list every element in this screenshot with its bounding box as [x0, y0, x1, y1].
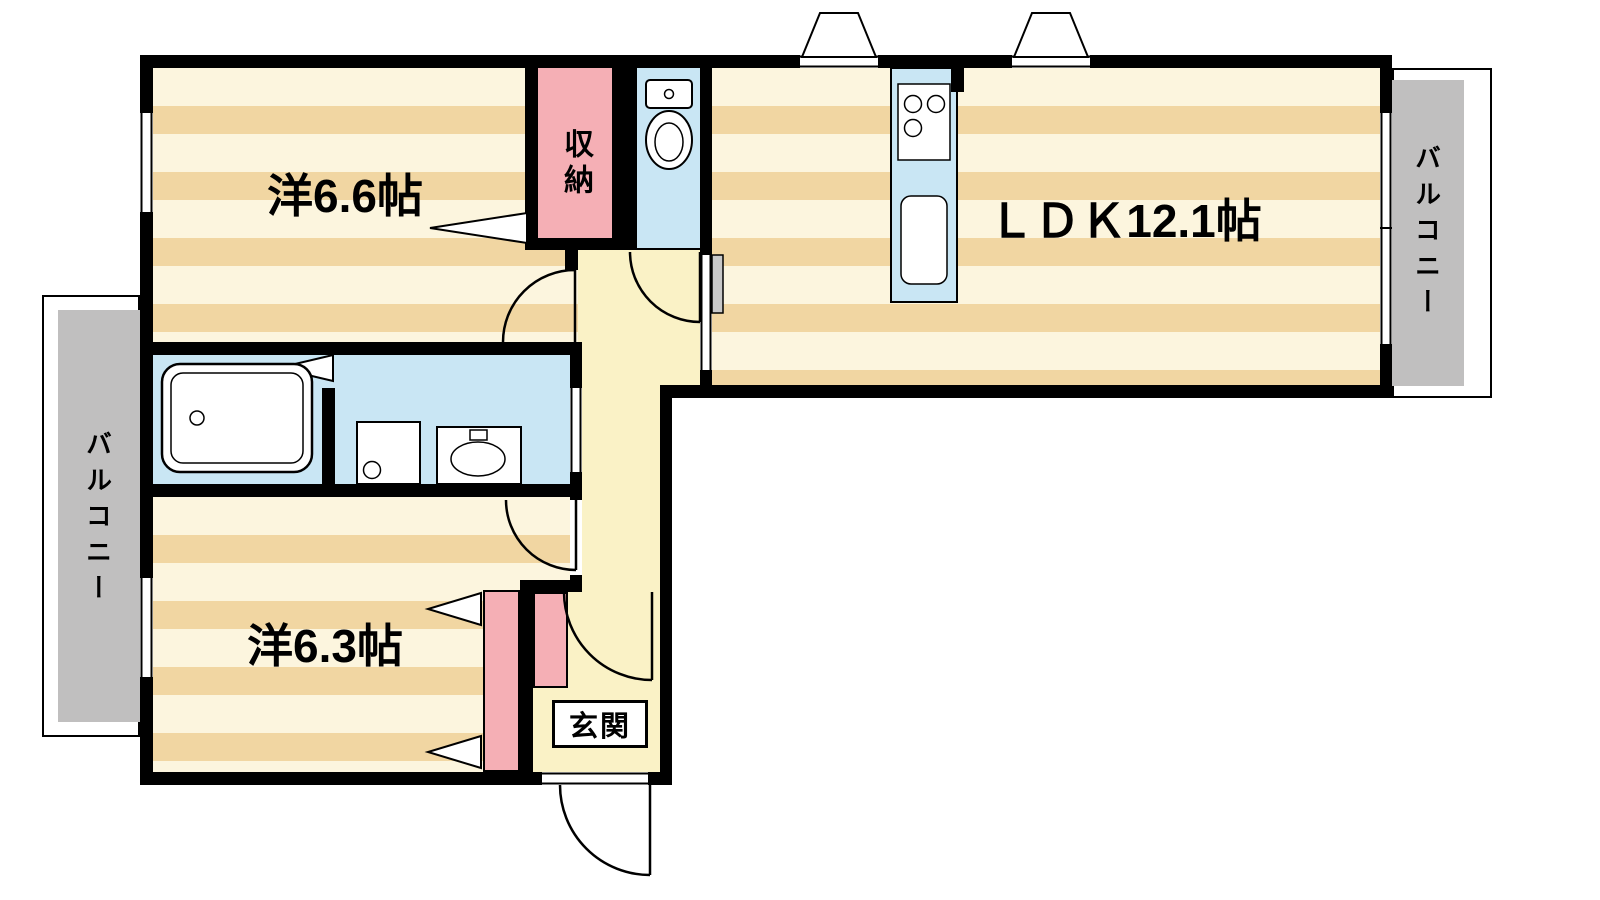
- wall-segment: [565, 238, 578, 270]
- closet-western2: [483, 590, 520, 772]
- room-label-western1: 洋6.6帖: [267, 170, 423, 222]
- wall-segment: [140, 772, 542, 785]
- window-western1-icon: [140, 111, 153, 214]
- shoe-cabinet: [533, 592, 568, 688]
- window-western2-icon: [140, 576, 153, 679]
- room-label-ldk: ＬＤＫ12.1帖: [988, 195, 1262, 247]
- gas-stove-icon: [897, 83, 951, 161]
- floor-hallway-lower: [582, 390, 660, 592]
- door-swing-western1-icon: [501, 268, 577, 343]
- vanity-sink-icon: [436, 426, 522, 485]
- wall-segment: [140, 355, 153, 484]
- room-label-storage: 収納: [559, 128, 592, 200]
- washing-machine-pan-icon: [356, 421, 421, 485]
- kitchen-sink-icon: [900, 195, 948, 285]
- wall-segment: [525, 55, 538, 250]
- window-top-a-icon: [800, 12, 878, 68]
- window-top-b-icon: [1012, 12, 1090, 68]
- wall-segment: [612, 55, 637, 250]
- wall-segment: [660, 385, 1392, 398]
- door-marker-triangles: [277, 211, 528, 770]
- wall-segment: [140, 484, 153, 577]
- wall-segment: [700, 55, 712, 255]
- wall-segment: [520, 580, 533, 785]
- sliding-door-ldk-icon: [700, 254, 724, 370]
- floor-western1: [153, 68, 578, 342]
- wall-segment: [570, 484, 582, 500]
- wall-segment: [140, 678, 153, 785]
- wall-segment: [878, 55, 1012, 68]
- wall-segment: [570, 575, 582, 592]
- wall-segment: [140, 213, 153, 355]
- wall-segment: [700, 370, 712, 398]
- wall-segment: [1090, 55, 1392, 68]
- wall-segment: [520, 580, 582, 592]
- wall-segment: [322, 388, 335, 497]
- threshold-lines: [542, 248, 700, 785]
- wall-segment: [1380, 345, 1392, 398]
- door-swing-western2-icon: [504, 499, 578, 572]
- bathtub-icon: [160, 362, 314, 474]
- wall-segment: [140, 484, 582, 497]
- toilet-icon: [645, 79, 693, 170]
- balcony-right-deck: [1392, 80, 1464, 386]
- balcony-left-deck: [58, 310, 140, 722]
- floor-hallway-upper: [578, 250, 712, 390]
- wall-segment: [570, 342, 582, 388]
- sliding-door-washroom-icon: [570, 388, 582, 472]
- wall-segment: [140, 342, 582, 355]
- balcony-right-label: バルコニー: [1411, 144, 1442, 324]
- door-swing-toilet-icon: [628, 251, 702, 324]
- wall-segment: [1380, 55, 1392, 112]
- wall-segment: [660, 385, 672, 785]
- room-label-western2: 洋6.3帖: [247, 620, 403, 672]
- entrance-label-box: 玄関: [552, 700, 648, 748]
- door-swing-entrance-hall-icon: [562, 591, 654, 682]
- balcony-left-label: バルコニー: [82, 430, 113, 610]
- door-swing-front-door-icon: [558, 784, 652, 877]
- floor-storage: [538, 68, 612, 238]
- kitchen-counter-icon: [890, 67, 964, 303]
- wall-segment: [140, 55, 153, 112]
- floor-ldk: [712, 68, 1380, 385]
- window-ldk-balcony-icon: [1380, 111, 1392, 346]
